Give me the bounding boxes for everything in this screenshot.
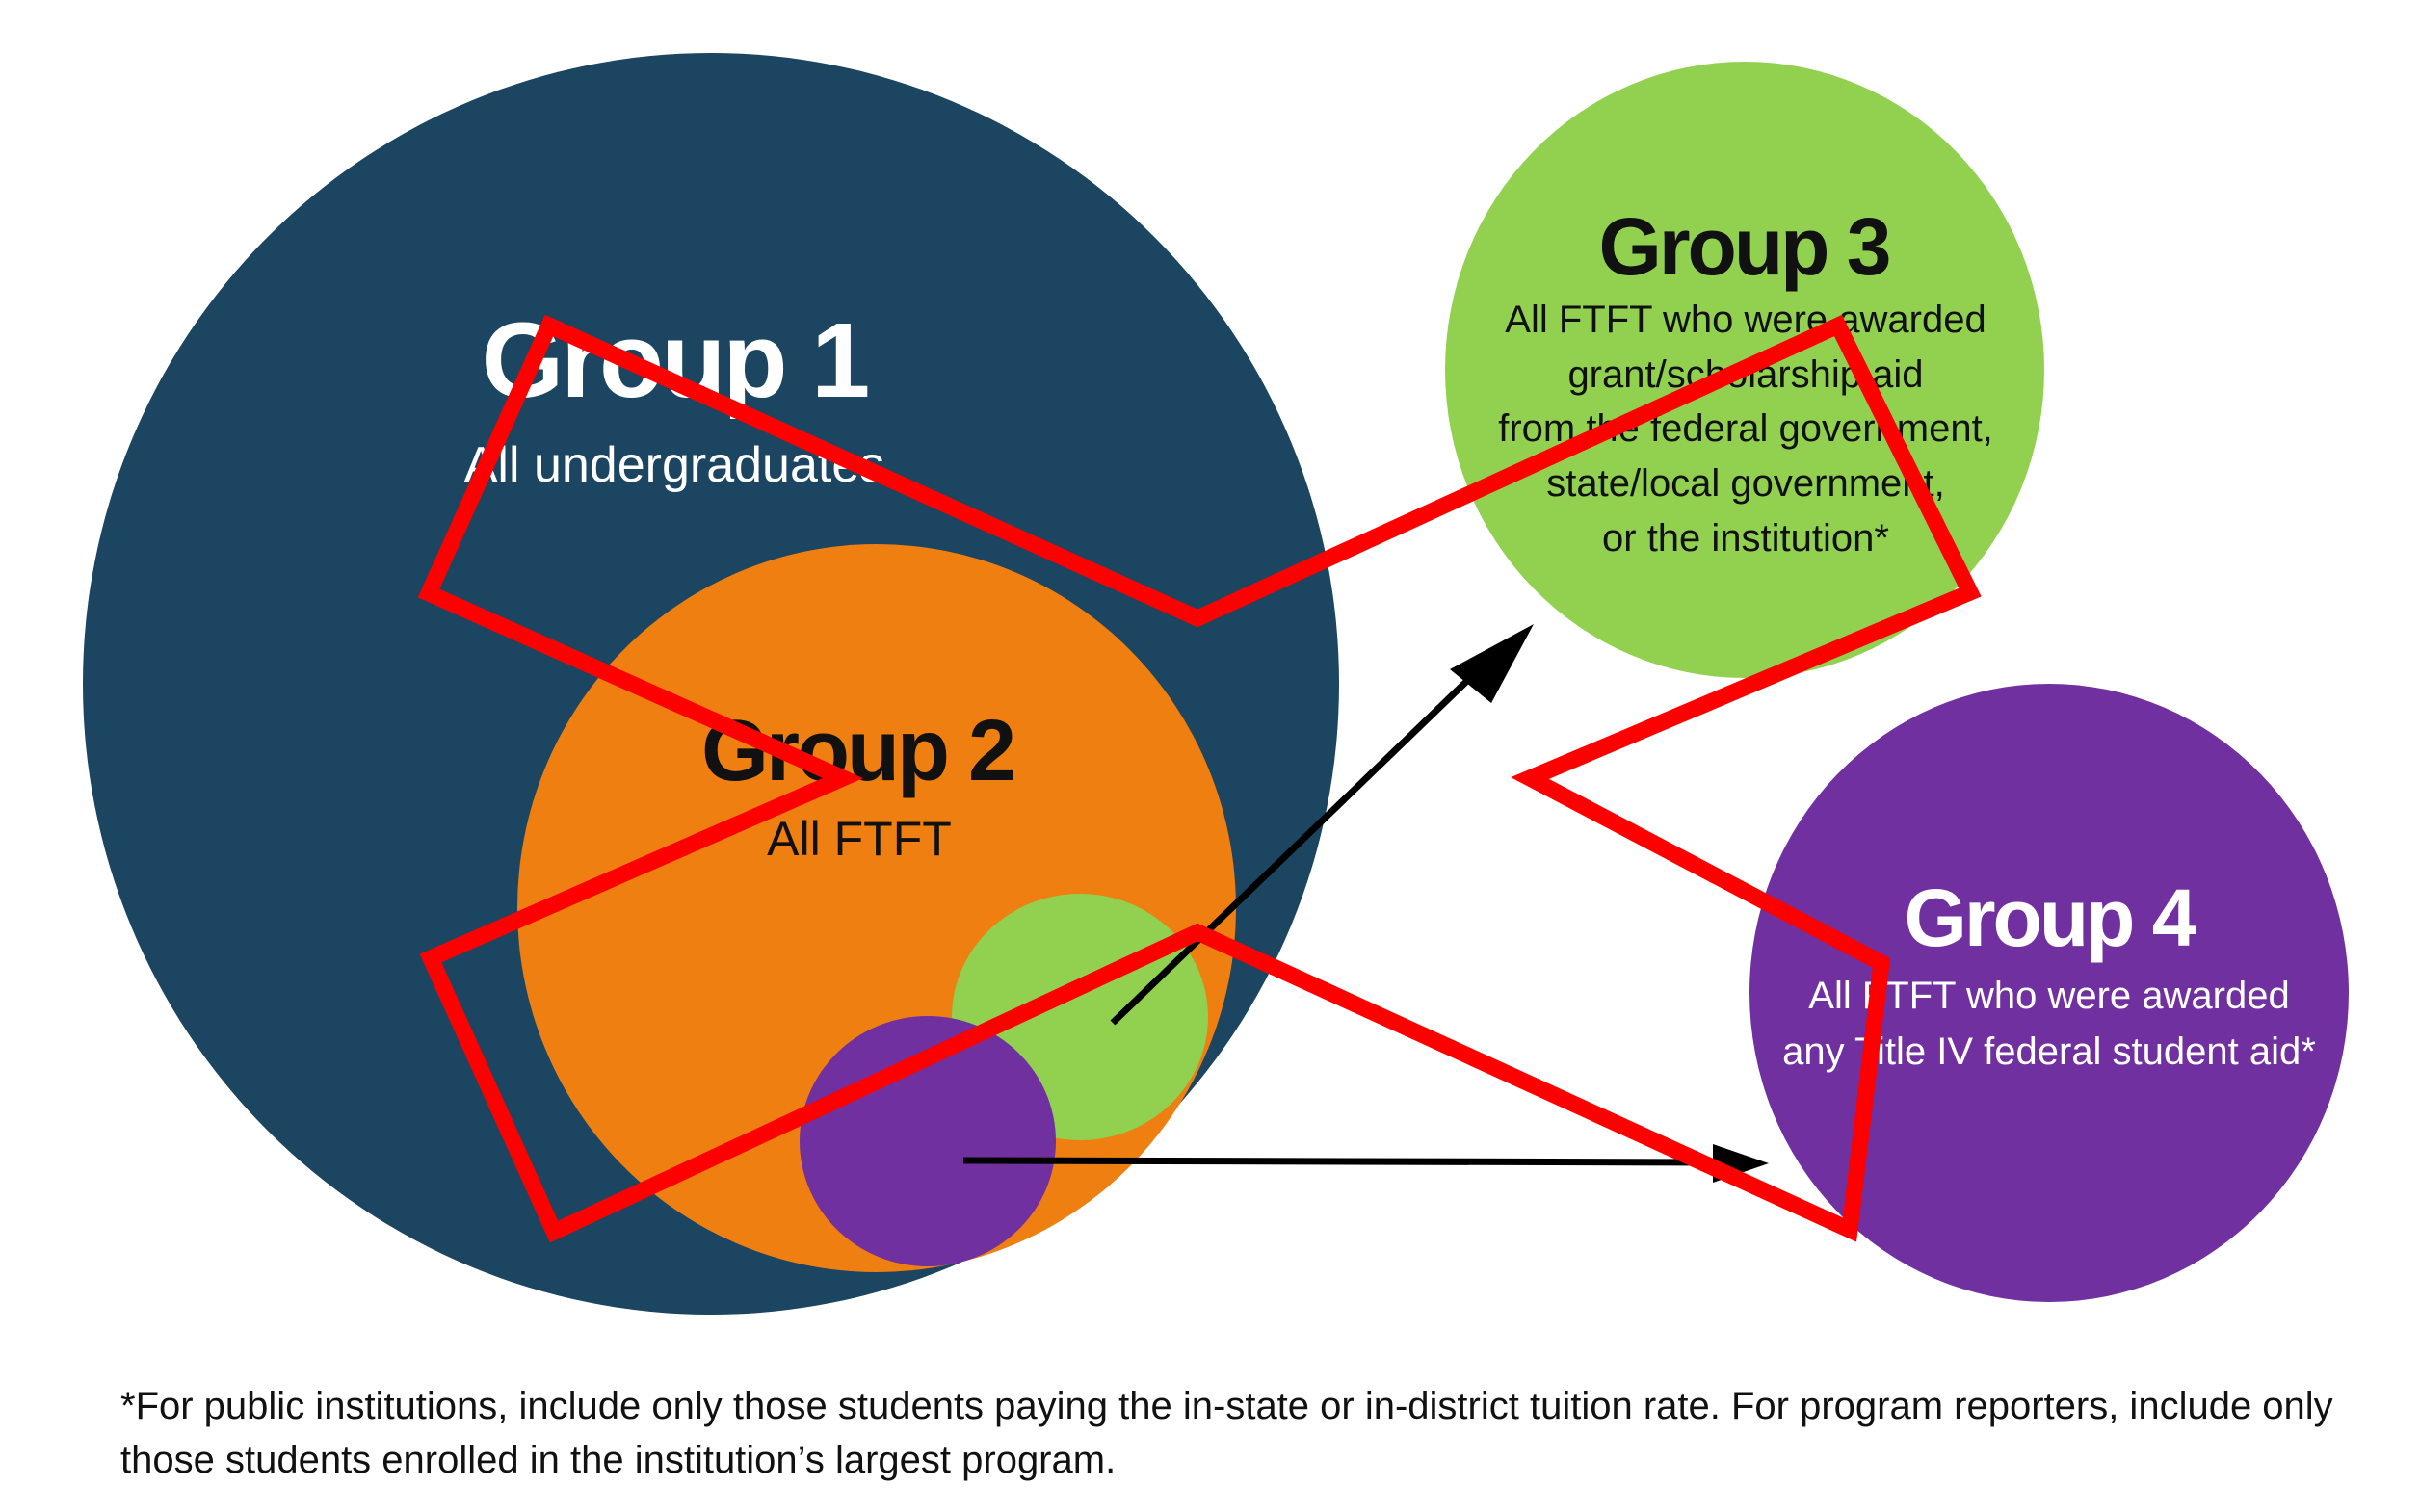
footnote: *For public institutions, include only t…: [120, 1385, 2333, 1481]
group2-description: All FTFT: [767, 812, 952, 866]
group4-title: Group 4: [1904, 873, 2196, 963]
red-crossout-mark: [417, 314, 1982, 1243]
group4-description-line-1: All FTFT who were awarded: [1808, 975, 2289, 1017]
group3-title: Group 3: [1598, 201, 1888, 292]
arrow-to-group3-head: [1450, 624, 1534, 703]
arrow-to-group3-line: [1110, 673, 1475, 1026]
arrow-to-group4-line: [962, 1157, 1735, 1166]
group3-description-line-5: or the institution*: [1602, 517, 1889, 560]
group3-description-line-4: state/local government,: [1546, 462, 1945, 505]
group3-description-line-1: All FTFT who were awarded: [1505, 299, 1986, 341]
group4-circle: [1749, 684, 2349, 1302]
group2-title: Group 2: [701, 703, 1013, 799]
